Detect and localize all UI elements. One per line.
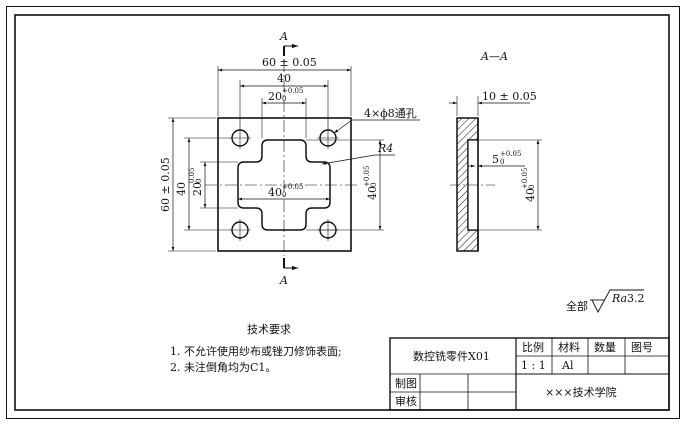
dim-depth: 5	[492, 153, 499, 166]
dim-slot-width: 20	[268, 90, 282, 103]
dim-pocket-height: 40	[366, 186, 379, 200]
dim-pocket-height-tol-lower: 0	[370, 183, 378, 187]
dim-pocket-width-tol-lower: 0	[282, 191, 286, 199]
dim-overall-width: 60 ± 0.05	[262, 56, 317, 69]
plate-outline	[217, 117, 352, 252]
roughness-symbol: 全部 Ra 3.2	[566, 289, 645, 313]
dim-section-pocket-tol-lower: 0	[528, 185, 536, 189]
scale-label: 比例	[522, 340, 544, 354]
dim-pocket-width: 40	[268, 186, 282, 199]
section-view: A—A 10 ± 0.05 5 +0.05 0 40 +0.05 0	[449, 50, 542, 252]
dim-slot-width-tol-upper: +0.05	[282, 87, 303, 95]
front-view: A A 60	[159, 30, 420, 287]
dim-slot-height: 20	[191, 182, 204, 196]
dim-hole-spacing-x: 40	[277, 72, 291, 85]
dim-hole-spacing-y: 40	[175, 182, 188, 196]
dim-pocket-height-tol-upper: +0.05	[363, 166, 371, 187]
title-block	[389, 337, 670, 411]
requirements-title: 技术要求	[247, 323, 291, 336]
requirement-item: 2. 未注倒角均为C1。	[170, 360, 276, 374]
part-name: 数控铣零件X01	[413, 349, 490, 363]
dim-slot-width-tol-lower: 0	[282, 95, 286, 103]
dim-slot-height-tol-lower: 0	[195, 179, 203, 183]
material-label: 材料	[558, 340, 580, 354]
technical-requirements: 技术要求 1. 不允许使用纱布或锉刀修饰表面; 2. 未注倒角均为C1。	[170, 323, 342, 374]
radius-callout: R4	[377, 142, 393, 155]
dim-overall-height: 60 ± 0.05	[159, 157, 172, 212]
school-name: ×××技术学院	[545, 385, 617, 399]
section-mark-bottom: A	[279, 274, 288, 287]
dim-thickness: 10 ± 0.05	[482, 90, 537, 103]
dim-pocket-width-tol-upper: +0.05	[282, 183, 303, 191]
section-mark-top: A	[279, 30, 288, 43]
material-value: Al	[561, 359, 574, 372]
scale-value: 1 : 1	[521, 359, 546, 372]
quantity-label: 数量	[594, 341, 616, 354]
dim-slot-height-tol-upper: 0.05	[188, 167, 196, 183]
drawn-label: 制图	[395, 377, 417, 390]
hole-callout: 4×ϕ8通孔	[364, 107, 417, 120]
checked-label: 审核	[395, 394, 417, 408]
inner-frame	[14, 14, 670, 411]
dim-depth-tol-upper: +0.05	[500, 150, 521, 158]
section-title: A—A	[480, 50, 508, 63]
roughness-symbol-text: Ra	[611, 292, 627, 305]
requirement-item: 1. 不允许使用纱布或锉刀修饰表面;	[170, 344, 342, 358]
drawing-no-label: 图号	[631, 341, 653, 354]
cross-pocket	[237, 139, 331, 231]
dim-section-pocket: 40	[524, 188, 537, 202]
dim-section-pocket-tol-upper: +0.05	[521, 168, 529, 189]
roughness-value: 3.2	[627, 292, 645, 305]
dim-depth-tol-lower: 0	[500, 158, 504, 166]
roughness-prefix: 全部	[566, 299, 588, 313]
outer-frame	[6, 6, 680, 419]
